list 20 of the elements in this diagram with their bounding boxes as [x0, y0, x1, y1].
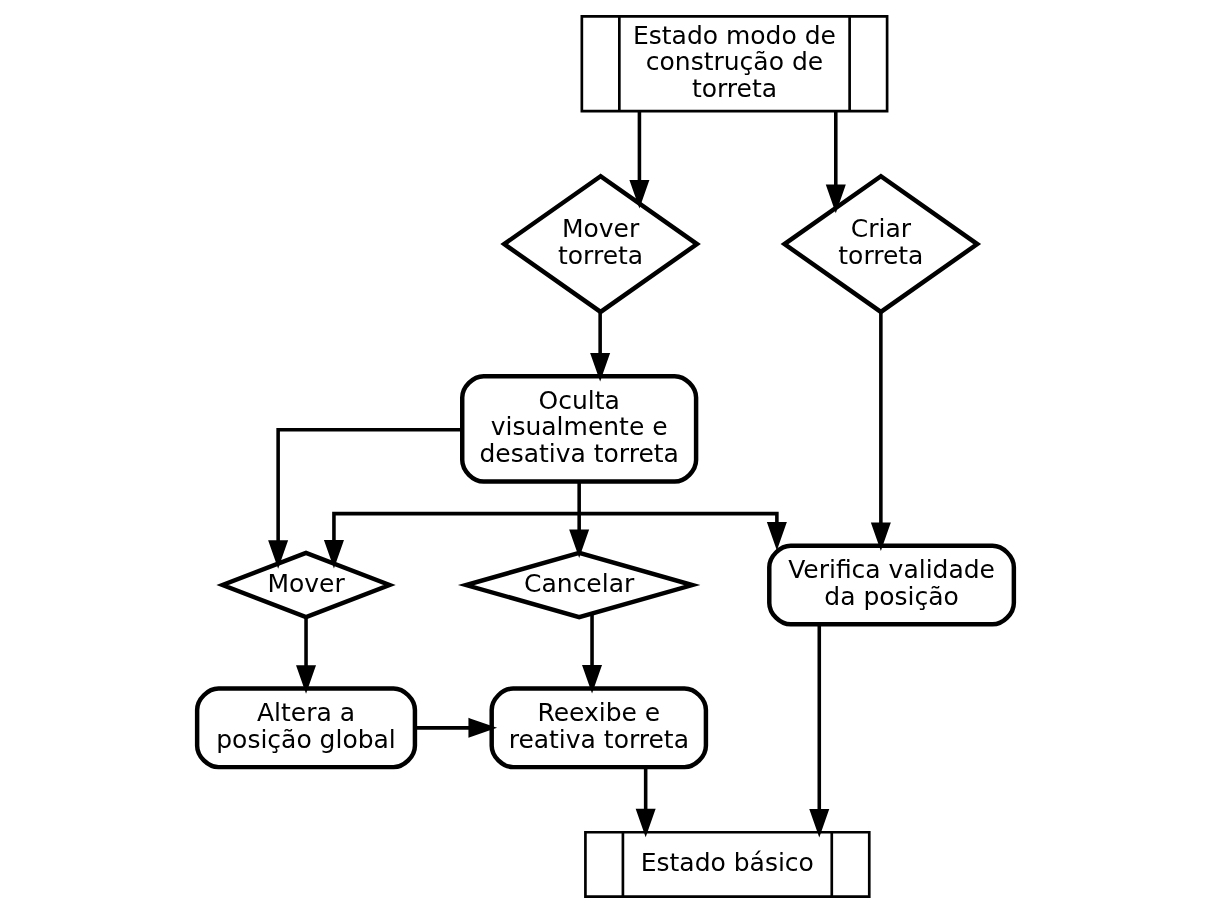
node-diamond: Mover — [216, 550, 396, 620]
node-diamond: Criar torreta — [780, 173, 982, 315]
node-box: Reexibe e reativa torreta — [489, 686, 709, 770]
arrow — [415, 717, 498, 738]
node-box: Verifica validade da posição — [767, 543, 1017, 627]
node-box: Altera a posição global — [194, 686, 418, 770]
arrow — [296, 617, 317, 694]
arrow — [825, 111, 846, 214]
arrow — [590, 311, 611, 382]
arrow — [582, 613, 603, 694]
arrow — [569, 481, 590, 559]
node-diamond: Mover torreta — [500, 173, 701, 315]
arrow — [323, 511, 787, 569]
arrow — [870, 312, 891, 552]
node-box: Oculta visualmente e desativa torreta — [460, 373, 699, 484]
arrow — [635, 767, 656, 838]
arrow — [629, 111, 650, 209]
arrow — [268, 427, 462, 569]
arrow — [809, 624, 830, 838]
node-diamond: Cancelar — [457, 550, 701, 620]
